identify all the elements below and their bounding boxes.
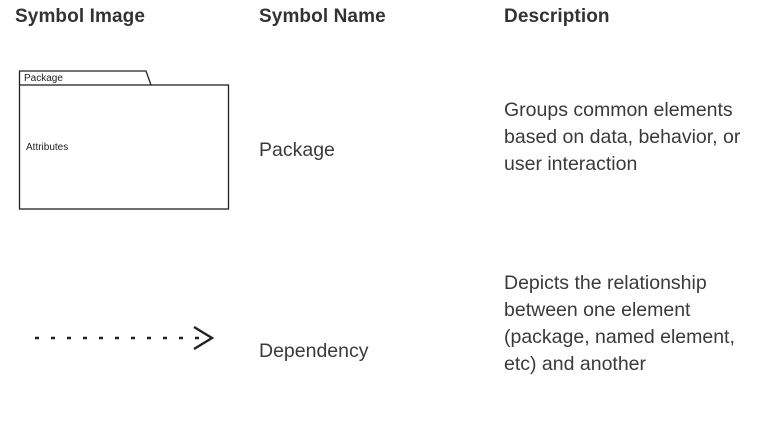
dashed-arrow-icon — [30, 322, 220, 359]
header-symbol-image: Symbol Image — [15, 6, 146, 27]
description-package: Groups common elements based on data, be… — [504, 99, 741, 175]
symbol-name-package: Package — [259, 139, 335, 161]
uml-package-icon: Package Attributes — [18, 69, 232, 218]
package-tab-label: Package — [24, 73, 63, 84]
package-body-label: Attributes — [26, 142, 68, 153]
header-symbol-name: Symbol Name — [259, 6, 386, 27]
symbol-name-dependency: Dependency — [259, 340, 369, 362]
description-dependency: Depicts the relationship between one ele… — [504, 272, 735, 375]
header-description: Description — [504, 6, 610, 27]
